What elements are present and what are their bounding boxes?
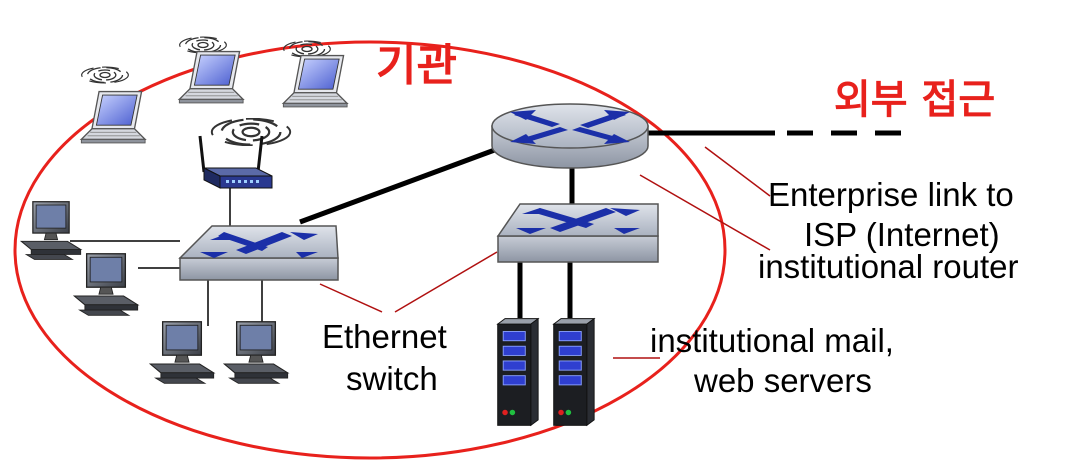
ethernet-switch-icon — [178, 225, 339, 281]
annotation-lines — [319, 146, 771, 359]
servers-label-2: web servers — [693, 362, 872, 399]
institution-boundary — [13, 40, 727, 460]
router-icon — [491, 103, 649, 169]
wireless-router-icon — [198, 118, 292, 189]
links — [70, 130, 912, 326]
ethernet-switch-icon — [496, 203, 659, 263]
institution-label: 기관 — [376, 40, 457, 91]
desktop-pc-icon — [73, 253, 139, 317]
desktop-pc-icon — [223, 321, 289, 385]
switch-router-link — [299, 145, 501, 225]
wifi-laptop-icon — [80, 66, 146, 144]
servers-label: institutional mail, — [650, 322, 894, 359]
ethernet-switch-label: Ethernet — [322, 318, 447, 355]
server-rack-icon — [497, 318, 539, 426]
external-access-label: 외부 접근 — [834, 77, 995, 123]
enterprise-link-label: Enterprise link to — [768, 176, 1014, 213]
desktop-pc-icon — [20, 201, 82, 261]
institutional-router-label: institutional router — [758, 248, 1018, 285]
wifi-laptop-icon — [282, 40, 348, 108]
enterprise-link-label-2: ISP (Internet) — [804, 216, 1000, 253]
server-rack-icon — [553, 318, 595, 426]
desktop-pc-icon — [149, 321, 215, 385]
ethernet-switch-label-2: switch — [346, 360, 438, 397]
